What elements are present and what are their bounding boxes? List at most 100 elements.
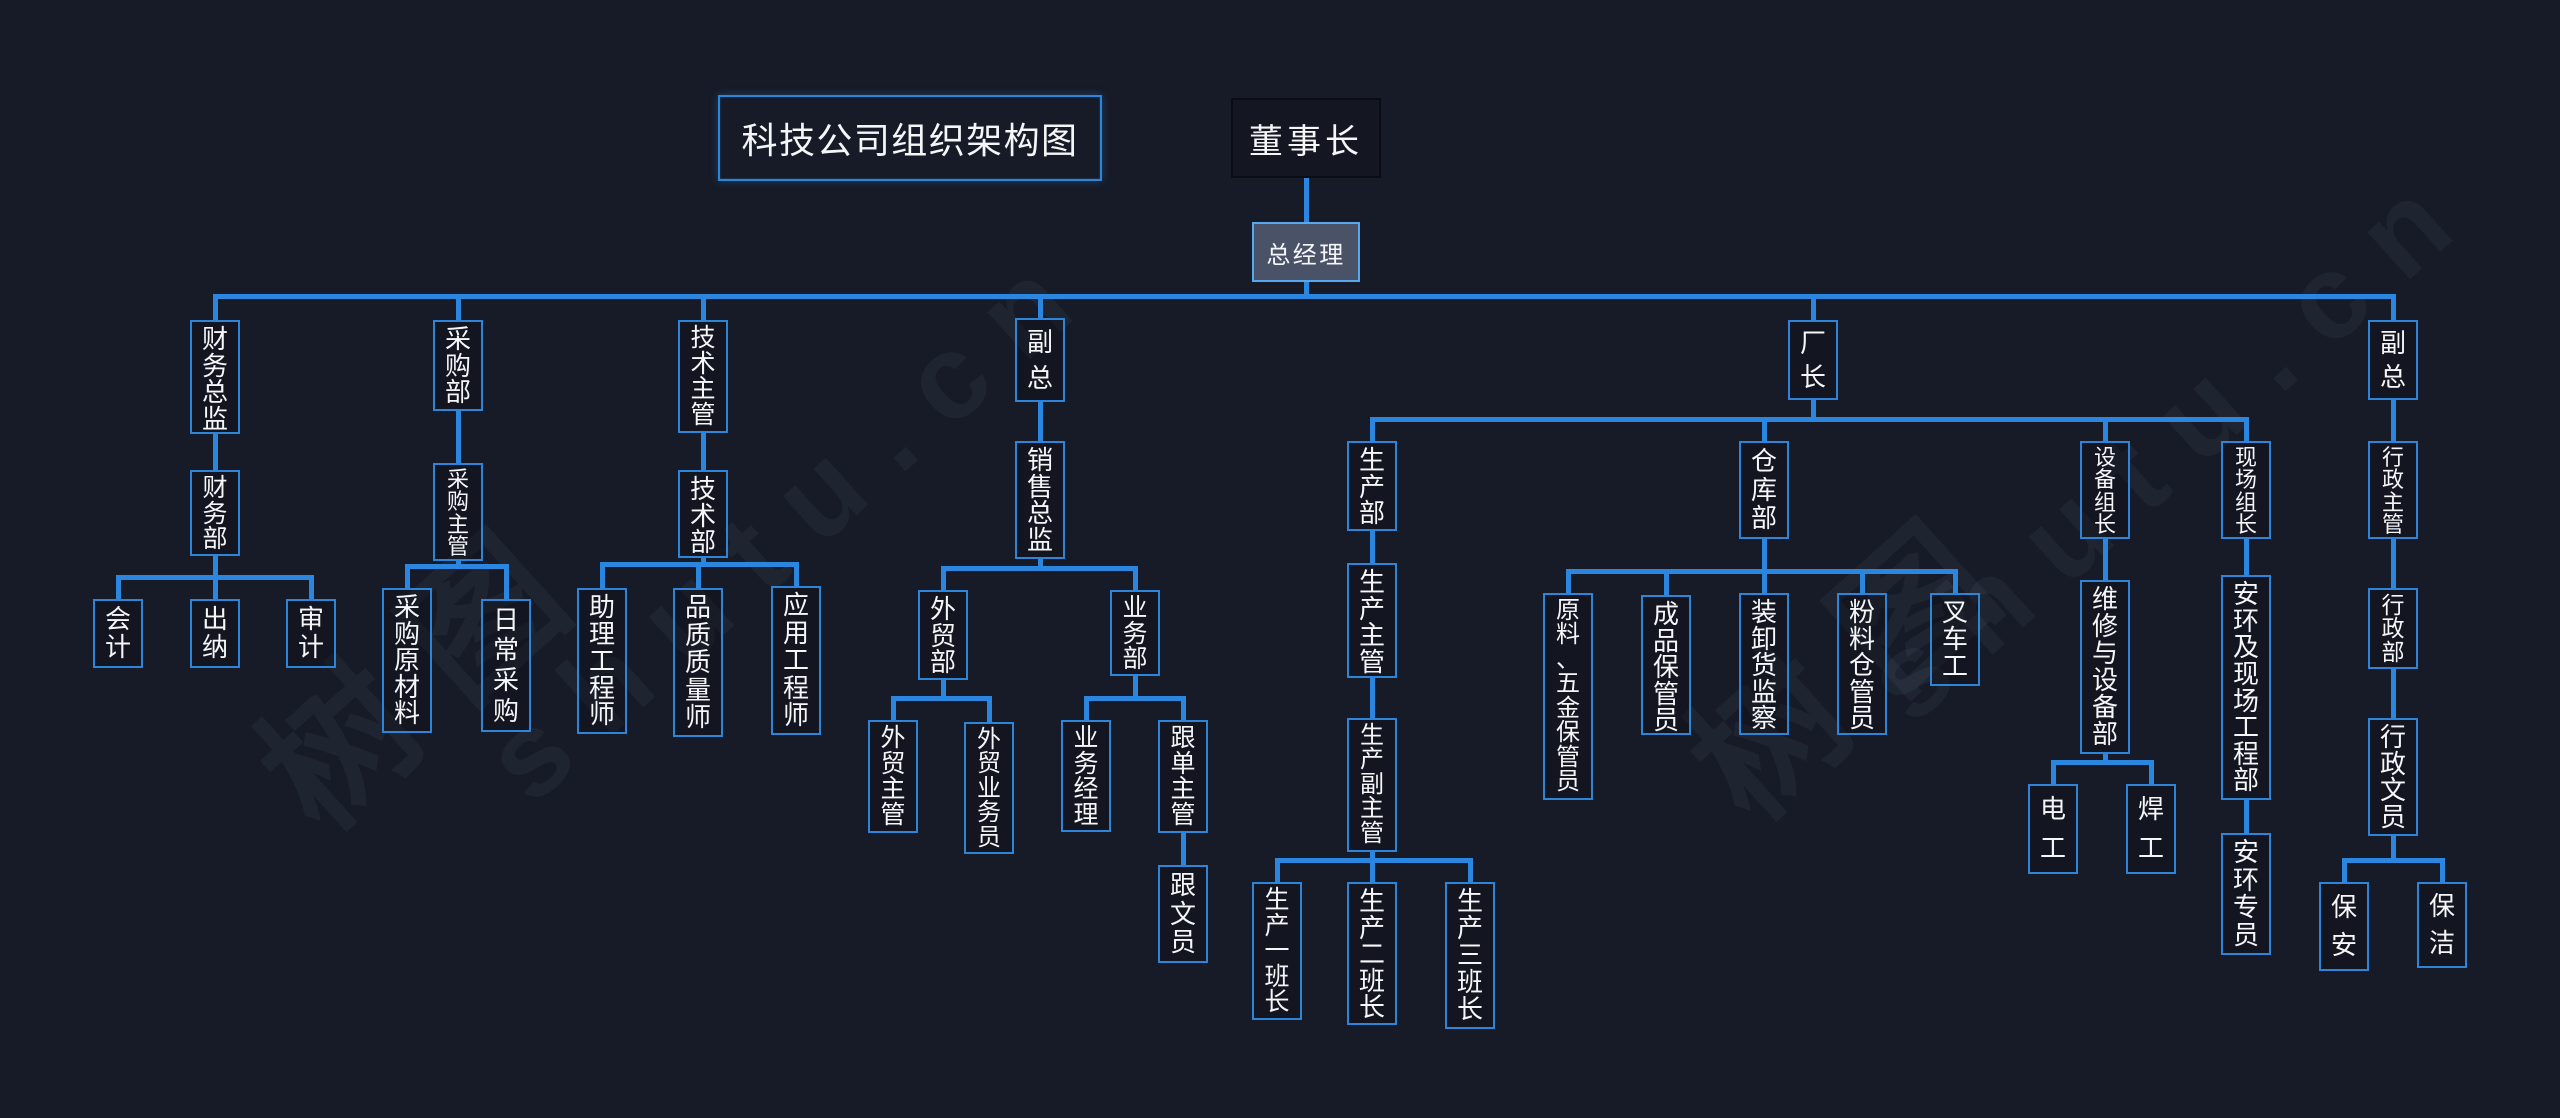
node-loading-inspector[interactable]: 装卸货监察: [1739, 593, 1789, 735]
node-raw-hardware-keeper[interactable]: 原料、五金保管员: [1543, 593, 1593, 800]
node-production-deputy-supervisor[interactable]: 生产副主管: [1347, 718, 1397, 852]
node-label: 采购原材料: [393, 592, 420, 729]
node-quality-engineer[interactable]: 品质质量师: [673, 588, 723, 737]
node-electrician[interactable]: 电工: [2028, 784, 2078, 874]
connector-line: [2102, 539, 2108, 580]
node-purchasing-supervisor[interactable]: 采购主管: [433, 463, 483, 561]
connector-line: [1083, 696, 1186, 701]
node-cfo[interactable]: 财务总监: [190, 320, 240, 434]
node-cleaner[interactable]: 保洁: [2417, 882, 2467, 968]
connector-line: [986, 696, 992, 722]
node-gm[interactable]: 总经理: [1252, 222, 1360, 282]
connector-line: [308, 575, 314, 599]
node-safety-specialist[interactable]: 安环专员: [2221, 833, 2271, 955]
connector-line: [2148, 760, 2154, 784]
node-label: 电工: [2039, 794, 2066, 864]
node-label: 销售总监: [1026, 445, 1053, 555]
node-production-dept[interactable]: 生产部: [1347, 441, 1397, 531]
node-forklift-driver[interactable]: 叉车工: [1930, 593, 1980, 686]
connector-line: [115, 575, 121, 599]
node-order-supervisor[interactable]: 跟单主管: [1158, 720, 1208, 833]
connector-line: [1952, 569, 1958, 593]
node-order-clerk[interactable]: 跟文员: [1158, 865, 1208, 963]
connector-line: [212, 294, 218, 320]
node-label: 跟文员: [1169, 870, 1196, 958]
node-label: 助理工程师: [588, 592, 615, 730]
node-label: 技术主管: [690, 324, 716, 429]
connector-line: [1132, 676, 1138, 701]
node-label: 安环专员: [2232, 837, 2259, 950]
connector-line: [455, 294, 461, 320]
node-foreign-trade-dept[interactable]: 外贸部: [918, 590, 968, 680]
node-admin-supervisor[interactable]: 行政主管: [2368, 441, 2418, 539]
connector-line: [1761, 569, 1767, 593]
node-label: 叉车工: [1941, 597, 1968, 682]
connector-line: [890, 696, 992, 701]
connector-line: [1274, 858, 1280, 882]
node-chairman[interactable]: 董事长: [1231, 98, 1381, 178]
node-label: 技术部: [689, 474, 716, 558]
node-label: 行政部: [2381, 592, 2405, 665]
node-application-engineer[interactable]: 应用工程师: [771, 586, 821, 735]
node-label: 总经理: [1266, 241, 1346, 269]
node-factory-director[interactable]: 厂长: [1788, 320, 1838, 400]
connector-line: [1303, 178, 1309, 222]
node-production-class2-leader[interactable]: 生产二班长: [1347, 882, 1397, 1025]
connector-line: [1369, 531, 1375, 563]
connector-line: [1761, 539, 1767, 574]
node-powder-warehouse-keeper[interactable]: 粉料仓管员: [1837, 593, 1887, 735]
node-security-guard[interactable]: 保安: [2319, 882, 2369, 971]
node-label: 外贸主管: [880, 724, 906, 829]
node-auditor[interactable]: 审计: [286, 599, 336, 668]
node-label: 粉料仓管员: [1848, 597, 1875, 734]
node-finance-dept[interactable]: 财务部: [190, 470, 240, 556]
connector-line: [2243, 539, 2249, 575]
node-tech-dept[interactable]: 技术部: [678, 470, 728, 558]
node-warehouse-dept[interactable]: 仓库部: [1739, 441, 1789, 539]
node-foreign-trade-supervisor[interactable]: 外贸主管: [868, 720, 918, 833]
connector-line: [1565, 569, 1571, 593]
node-finished-goods-keeper[interactable]: 成品保管员: [1641, 595, 1691, 735]
node-label: 业务经理: [1073, 724, 1099, 829]
connector-line: [2390, 539, 2396, 588]
node-label: 生产部: [1358, 445, 1385, 529]
node-title[interactable]: 科技公司组织架构图: [718, 95, 1102, 181]
connector-line: [2341, 858, 2445, 863]
node-production-class3-leader[interactable]: 生产三班长: [1445, 882, 1495, 1029]
node-business-manager[interactable]: 业务经理: [1061, 720, 1111, 832]
node-label: 仓库部: [1750, 446, 1777, 534]
node-admin-clerk[interactable]: 行政文员: [2368, 718, 2418, 836]
node-sales-director[interactable]: 销售总监: [1015, 441, 1065, 559]
connector-line: [1810, 400, 1816, 422]
node-deputy-gm-left[interactable]: 副总: [1015, 318, 1065, 402]
node-business-dept[interactable]: 业务部: [1110, 590, 1160, 676]
node-welder[interactable]: 焊工: [2126, 784, 2176, 874]
node-assistant-engineer[interactable]: 助理工程师: [577, 588, 627, 734]
connector-line: [1859, 569, 1865, 593]
node-daily-purchasing[interactable]: 日常采购: [481, 599, 531, 732]
connector-line: [1037, 402, 1043, 441]
connector-line: [1369, 852, 1375, 863]
node-label: 行政主管: [2381, 445, 2404, 538]
node-label: 维修与设备部: [2091, 584, 2118, 750]
node-deputy-gm-right[interactable]: 副总: [2368, 320, 2418, 400]
node-label: 现场组长: [2234, 445, 2257, 538]
node-maintenance-equipment-dept[interactable]: 维修与设备部: [2080, 580, 2130, 754]
node-site-leader[interactable]: 现场组长: [2221, 441, 2271, 539]
node-safety-site-engineering-dept[interactable]: 安环及现场工程部: [2221, 575, 2271, 800]
node-tech-supervisor[interactable]: 技术主管: [678, 320, 728, 433]
connector-line: [1810, 294, 1816, 320]
node-label: 安环及现场工程部: [2232, 579, 2259, 796]
node-cashier[interactable]: 出纳: [190, 599, 240, 668]
node-accountant[interactable]: 会计: [93, 599, 143, 668]
node-raw-material-purchasing[interactable]: 采购原材料: [382, 588, 432, 733]
node-production-class1-leader[interactable]: 生产一班长: [1252, 882, 1302, 1020]
node-admin-dept[interactable]: 行政部: [2368, 588, 2418, 669]
node-purchasing-dept[interactable]: 采购部: [433, 320, 483, 411]
node-foreign-trade-salesman[interactable]: 外贸业务员: [964, 722, 1014, 854]
connector-line: [695, 562, 701, 588]
connector-line: [1663, 569, 1669, 595]
node-equipment-leader[interactable]: 设备组长: [2080, 441, 2130, 539]
node-production-supervisor[interactable]: 生产主管: [1347, 563, 1397, 678]
